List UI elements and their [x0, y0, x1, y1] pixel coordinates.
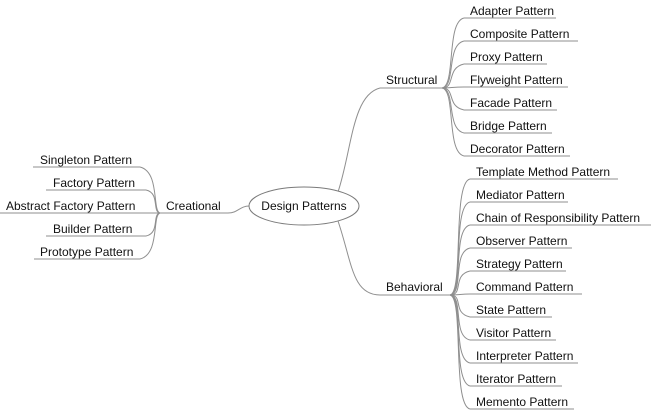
- leaf-command-pattern[interactable]: Command Pattern: [476, 280, 573, 294]
- connector-creational-0: [139, 166, 161, 214]
- leaf-memento-pattern[interactable]: Memento Pattern: [476, 395, 568, 409]
- creational-leaves: Singleton Pattern Factory Pattern Abstra…: [0, 153, 161, 260]
- leaf-iterator-pattern[interactable]: Iterator Pattern: [476, 372, 556, 386]
- connector-behavioral-4: [449, 270, 471, 296]
- leaf-visitor-pattern[interactable]: Visitor Pattern: [476, 326, 551, 340]
- connector-structural-6: [441, 87, 465, 157]
- leaf-interpreter-pattern[interactable]: Interpreter Pattern: [476, 349, 573, 363]
- leaf-abstract-factory-pattern[interactable]: Abstract Factory Pattern: [6, 199, 135, 213]
- connector-structural-4: [441, 87, 465, 111]
- connector-structural-0: [441, 17, 465, 89]
- leaf-mediator-pattern[interactable]: Mediator Pattern: [476, 188, 565, 202]
- leaf-observer-pattern[interactable]: Observer Pattern: [476, 234, 567, 248]
- connector-structural-1: [441, 40, 465, 89]
- connector-behavioral-7: [449, 294, 471, 341]
- connector-root-structural: [337, 87, 381, 193]
- connector-behavioral-0: [449, 178, 471, 296]
- behavioral-leaves: Template Method Pattern Mediator Pattern…: [449, 165, 651, 410]
- structural-leaves: Adapter Pattern Composite Pattern Proxy …: [441, 4, 578, 157]
- leaf-singleton-pattern[interactable]: Singleton Pattern: [40, 153, 132, 167]
- leaf-factory-pattern[interactable]: Factory Pattern: [53, 176, 135, 190]
- connector-behavioral-3: [449, 247, 471, 296]
- connector-behavioral-1: [449, 201, 471, 296]
- leaf-adapter-pattern[interactable]: Adapter Pattern: [470, 4, 554, 18]
- leaf-facade-pattern[interactable]: Facade Pattern: [470, 96, 552, 110]
- connector-structural-2: [441, 63, 465, 89]
- leaf-decorator-pattern[interactable]: Decorator Pattern: [470, 142, 565, 156]
- connector-structural-5: [441, 87, 465, 134]
- connector-root-behavioral: [337, 220, 381, 296]
- leaf-bridge-pattern[interactable]: Bridge Pattern: [470, 119, 547, 133]
- connector-creational-1: [145, 189, 161, 214]
- connector-behavioral-10: [449, 294, 471, 410]
- leaf-prototype-pattern[interactable]: Prototype Pattern: [40, 245, 133, 259]
- leaf-chain-of-responsibility-pattern[interactable]: Chain of Responsibility Pattern: [476, 211, 640, 225]
- root-node[interactable]: [248, 186, 360, 226]
- leaf-flyweight-pattern[interactable]: Flyweight Pattern: [470, 73, 563, 87]
- connector-creational-4: [139, 212, 161, 260]
- connector-behavioral-8: [449, 294, 471, 364]
- branch-structural-label[interactable]: Structural: [386, 73, 437, 87]
- branch-behavioral-label[interactable]: Behavioral: [386, 280, 443, 294]
- leaf-builder-pattern[interactable]: Builder Pattern: [53, 222, 132, 236]
- leaf-strategy-pattern[interactable]: Strategy Pattern: [476, 257, 563, 271]
- branch-creational-label[interactable]: Creational: [166, 199, 221, 213]
- leaf-proxy-pattern[interactable]: Proxy Pattern: [470, 50, 543, 64]
- leaf-template-method-pattern[interactable]: Template Method Pattern: [476, 165, 610, 179]
- root-node-label: Design Patterns: [261, 199, 346, 213]
- leaf-composite-pattern[interactable]: Composite Pattern: [470, 27, 569, 41]
- connector-root-creational: [227, 205, 250, 214]
- leaf-state-pattern[interactable]: State Pattern: [476, 303, 546, 317]
